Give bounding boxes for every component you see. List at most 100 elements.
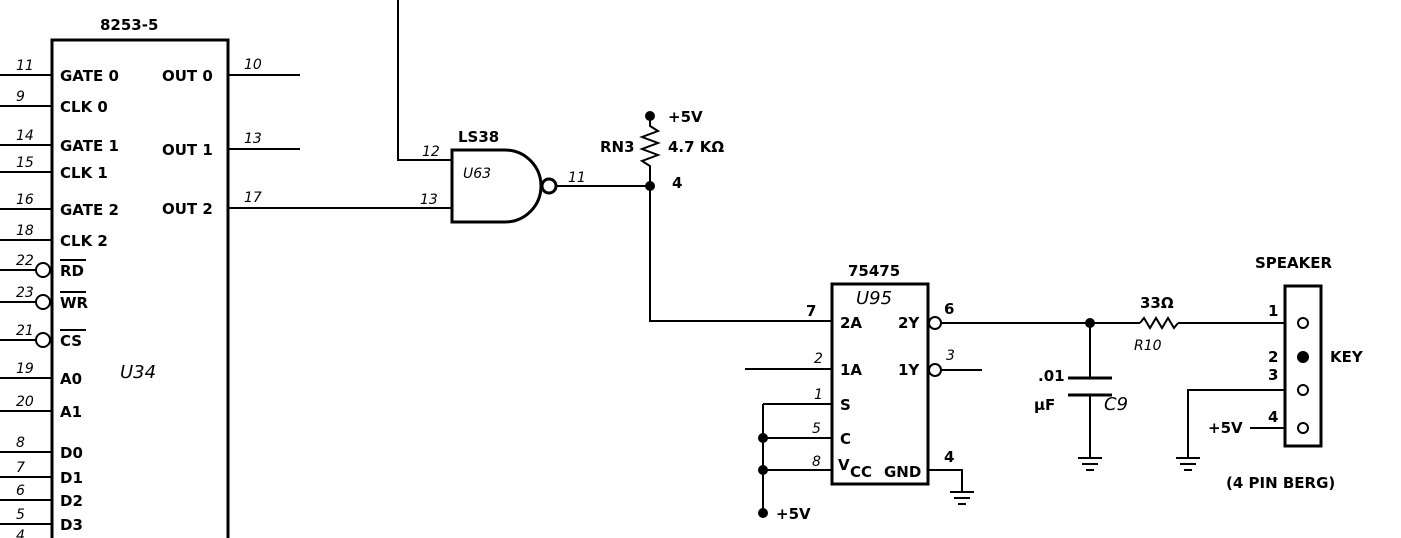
u95-vcc-sub: CC (850, 463, 872, 481)
u34-pin-label: A1 (60, 403, 82, 421)
u34-pin-label: RD (60, 262, 84, 280)
r-out-value-label: 33Ω (1140, 294, 1174, 312)
speaker-pin3-hole (1297, 384, 1309, 396)
u34-part-label: 8253-5 (100, 16, 158, 34)
speaker-pin-num: 2 (1268, 348, 1278, 366)
u34-pin-label: A0 (60, 370, 82, 388)
u95-chip: 75475 U95 7 2A 2 1A 1 S 5 C 8 V CC GND +… (745, 262, 982, 523)
u95-2y-bubble (928, 316, 942, 330)
u34-pin-label: CS (60, 332, 82, 350)
u34-pin-label: GATE 0 (60, 67, 119, 85)
u63-pin13-num: 13 (420, 192, 438, 208)
u95-pin-num: 2 (814, 351, 823, 367)
u63-part-label: LS38 (458, 128, 499, 146)
c9-ref-label: C9 (1104, 394, 1128, 415)
speaker-pin-num: 1 (1268, 302, 1278, 320)
u95-pin-num: 1 (814, 387, 823, 403)
u34-pin-num: 15 (16, 155, 34, 171)
wire-u63-pin12 (397, 0, 452, 161)
u34-pin-label: CLK 1 (60, 164, 108, 182)
u34-out-pin-num: 17 (244, 190, 262, 206)
wire-rn3-u95-2a (649, 186, 832, 322)
u63-ref-label: U63 (463, 166, 491, 182)
rn3-value-label: 4.7 KΩ (668, 138, 724, 156)
u34-pin-num: 16 (16, 192, 34, 208)
u95-supply-dot (758, 508, 768, 518)
u63-body (450, 148, 543, 224)
u63-output-bubble (540, 177, 558, 195)
ground-icon (1078, 457, 1102, 471)
ground-icon (950, 491, 974, 505)
u34-pin-num: 20 (16, 394, 34, 410)
u34-body (50, 38, 230, 538)
u34-pin-num: 21 (16, 323, 34, 339)
rn3-zigzag (639, 116, 661, 186)
u34-pin-label: D2 (60, 492, 83, 510)
u34-pin-num: 6 (16, 483, 25, 499)
rn3-supply-label: +5V (668, 108, 703, 126)
u95-body (830, 282, 930, 486)
u34-out-pin-label: OUT 2 (162, 200, 213, 218)
r-out-resistor: 33Ω R10 (1134, 294, 1179, 354)
u34-out-pin-num: 10 (244, 57, 262, 73)
u95-gnd-pin-num: 4 (944, 448, 954, 466)
u34-pin-bubble (35, 262, 51, 278)
u95-1y-bubble (928, 363, 942, 377)
u34-ref-label: U34 (120, 362, 156, 383)
u34-pin-label: WR (60, 294, 89, 312)
speaker-pin4-hole (1297, 422, 1309, 434)
u34-pin-label: D1 (60, 469, 83, 487)
u34-pin-num: 22 (16, 253, 34, 269)
u95-ref-label: U95 (856, 288, 892, 309)
u34-pin-label: D3 (60, 516, 83, 534)
u63-pin11-num: 11 (568, 170, 586, 186)
r-out-ref-label: R10 (1134, 338, 1162, 354)
wire-speaker-pin3-gnd (1187, 389, 1285, 458)
u95-pin-label: 1A (840, 361, 862, 379)
ground-icon (1176, 457, 1200, 471)
u34-pin-label: D0 (60, 444, 83, 462)
u95-1y-label: 1Y (898, 361, 920, 379)
speaker-supply-label: +5V (1208, 419, 1243, 437)
speaker-pin2-key (1297, 351, 1309, 363)
u34-pin-num: 9 (16, 89, 25, 105)
u34-out-pin-label: OUT 0 (162, 67, 213, 85)
u34-pin-num: 18 (16, 223, 34, 239)
u34-pin-bubble (35, 332, 51, 348)
u95-2y-label: 2Y (898, 314, 920, 332)
u95-part-label: 75475 (848, 262, 900, 280)
u34-pin-num: 11 (16, 58, 34, 74)
u34-pin-num: 5 (16, 507, 25, 523)
u95-pin-num: 5 (812, 421, 821, 437)
rn3-resistor: +5V RN3 4.7 KΩ 4 (600, 108, 724, 192)
u95-1y-num: 3 (946, 348, 955, 364)
u34-pin-num: 14 (16, 128, 34, 144)
u95-2y-num: 6 (944, 300, 954, 318)
u95-pin-label: S (840, 396, 851, 414)
u95-pin-num: 8 (812, 454, 821, 470)
r-out-zigzag (1139, 316, 1179, 330)
u34-pin-label: GATE 1 (60, 137, 119, 155)
speaker-connector-label: (4 PIN BERG) (1226, 474, 1335, 492)
u63-pin12-num: 12 (422, 144, 440, 160)
u34-pin-label: GATE 2 (60, 201, 119, 219)
u95-bus-dot-v (758, 465, 768, 475)
c9-value-line1: .01 (1038, 367, 1065, 385)
wire-u95-gnd (928, 469, 963, 492)
u63-nand-gate: LS38 U63 12 13 11 (420, 128, 586, 224)
u34-out-pin-label: OUT 1 (162, 141, 213, 159)
speaker-key-label: KEY (1330, 348, 1364, 366)
u95-pin-label: 2A (840, 314, 862, 332)
u34-pin-num: 8 (16, 435, 25, 451)
speaker-pin-num: 3 (1268, 366, 1278, 384)
speaker-connector: SPEAKER 1 2 3 4 KEY (4 PIN BERG) +5V (1176, 254, 1364, 492)
u95-pin-label: V (838, 456, 850, 474)
u95-supply-label: +5V (776, 505, 811, 523)
u95-pin-label: C (840, 430, 851, 448)
speaker-pin-num: 4 (1268, 408, 1278, 426)
speaker-body (1283, 284, 1323, 448)
u34-pin-num: 19 (16, 361, 34, 377)
